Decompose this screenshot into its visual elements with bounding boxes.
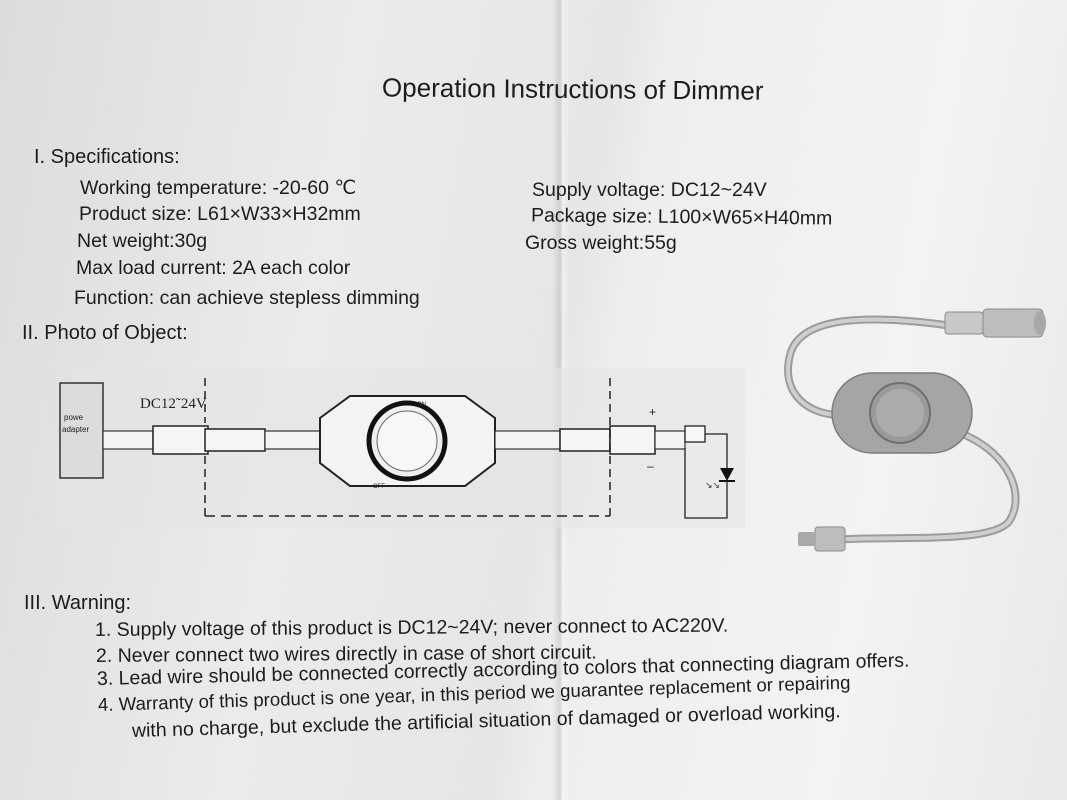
led-wire-negative: [684, 448, 728, 519]
output-cable: [494, 430, 561, 450]
spec-max-load-current: Max load current: 2A each color: [76, 257, 351, 279]
output-plug: [609, 425, 656, 455]
specifications-heading: I. Specifications:: [34, 146, 180, 168]
input-cable: [102, 430, 154, 450]
light-emission-icon: ↘↘: [705, 480, 720, 490]
connector-bottom-pin: [798, 532, 816, 546]
voltage-label: DC12˜24V: [140, 396, 207, 412]
input-plug: [152, 425, 209, 455]
adapter-label-2: adapter: [62, 425, 89, 434]
photo-knob-top: [876, 389, 924, 437]
knob-off-label: OFF: [373, 484, 385, 490]
cable-connector-bottom: [814, 526, 846, 552]
cable-connector-top: [944, 311, 984, 335]
spec-package-size: Package size: L100×W65×H40mm: [530, 204, 833, 230]
wiring-diagram: powe adapter DC12˜24V ON OFF + – ↘↘: [55, 368, 745, 528]
warning-heading: III. Warning:: [24, 592, 132, 614]
spec-working-temperature: Working temperature: -20-60 ℃: [80, 177, 357, 199]
spec-product-size: Product size: L61×W33×H32mm: [79, 203, 361, 225]
connector-top-end: [1034, 311, 1046, 335]
output-wire: [654, 430, 686, 450]
plus-sign: +: [649, 405, 656, 419]
led-diode: [720, 468, 734, 481]
spec-function: Function: can achieve stepless dimming: [74, 287, 420, 309]
page-title: Operation Instructions of Dimmer: [381, 72, 764, 106]
spec-supply-voltage: Supply voltage: DC12~24V: [532, 179, 767, 201]
resistor: [684, 425, 706, 443]
minus-sign: –: [647, 459, 654, 473]
spec-net-weight: Net weight:30g: [77, 230, 208, 252]
knob-on-label: ON: [417, 402, 426, 408]
knob-face: [376, 410, 438, 472]
adapter-label-1: powe: [64, 413, 84, 422]
led-wire-positive: [705, 433, 728, 468]
input-wire: [264, 430, 321, 450]
output-socket: [559, 428, 611, 452]
photo-heading: II. Photo of Object:: [22, 322, 188, 344]
cable-bottom-highlight: [828, 433, 1018, 542]
warning-item-1: 1. Supply voltage of this product is DC1…: [94, 614, 729, 641]
input-socket: [204, 428, 266, 452]
dimmer-photo: [784, 308, 1046, 552]
cable-top-highlight: [786, 317, 947, 417]
spec-gross-weight: Gross weight:55g: [525, 232, 677, 254]
